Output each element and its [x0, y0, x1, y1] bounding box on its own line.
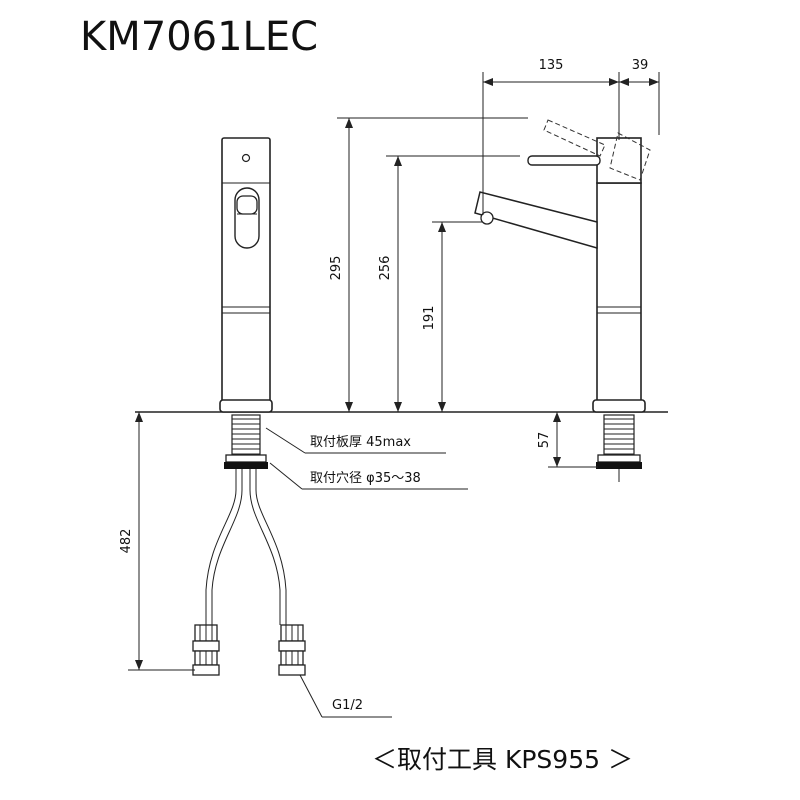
- leader-plate-thickness: [265, 427, 446, 454]
- leader-connection: [299, 674, 392, 718]
- dim-482: 482: [119, 412, 143, 670]
- dim-39-label: 39: [632, 58, 649, 73]
- dim-135-label: 135: [539, 58, 564, 73]
- front-view: [192, 137, 306, 676]
- indicator-dot: [241, 153, 251, 163]
- dim-191-label: 191: [422, 306, 437, 331]
- side-spout: [474, 191, 598, 249]
- left-hose-connector: [192, 624, 220, 676]
- dim-191: 191: [422, 222, 446, 412]
- note-connection: G1/2: [332, 698, 363, 713]
- dim-57: 57: [537, 412, 561, 467]
- dim-135: 135: [483, 58, 619, 86]
- dim-256-label: 256: [378, 256, 393, 281]
- front-shank: [231, 414, 261, 456]
- side-shank: [603, 414, 635, 456]
- right-hose-connector: [278, 624, 306, 676]
- dim-482-label: 482: [119, 529, 134, 554]
- side-view: [474, 119, 651, 482]
- dim-57-label: 57: [537, 432, 552, 449]
- dim-295-label: 295: [329, 256, 344, 281]
- note-plate-thickness: 取付板厚 45max: [310, 435, 411, 450]
- dim-256: 256: [378, 156, 402, 412]
- dim-39: 39: [619, 58, 659, 86]
- model-title: KM7061LEC: [80, 14, 318, 60]
- note-hole-diameter: 取付穴径 φ35～38: [310, 471, 421, 486]
- dim-295: 295: [329, 118, 353, 412]
- mounting-tool-footer: ＜取付工具 KPS955 ＞: [372, 745, 633, 774]
- leader-hole-diameter: [269, 462, 468, 490]
- side-handle: [527, 155, 601, 166]
